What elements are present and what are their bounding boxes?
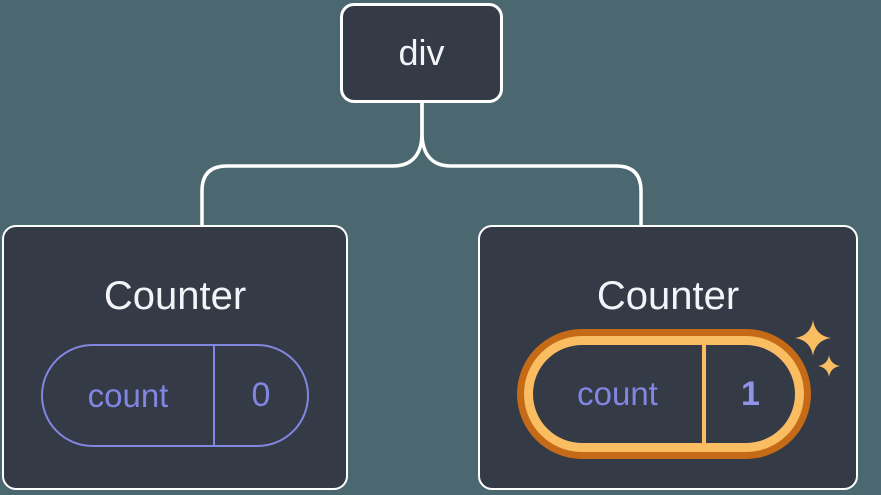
sparkles-icon bbox=[795, 320, 841, 378]
connector-branch-left bbox=[200, 99, 424, 228]
state-key-cell: count bbox=[533, 345, 706, 443]
component-title: Counter bbox=[596, 274, 740, 318]
component-card-counter-right: Counter count 1 bbox=[478, 225, 858, 490]
state-pill-body: count 1 bbox=[533, 345, 795, 443]
state-value-label: 1 bbox=[741, 374, 760, 413]
state-value-cell: 0 bbox=[215, 346, 307, 445]
root-node-label: div bbox=[398, 32, 445, 73]
component-card-counter-left: Counter count 0 bbox=[2, 225, 348, 490]
state-value-label: 0 bbox=[251, 376, 271, 414]
sparkle-small bbox=[818, 355, 841, 378]
state-value-cell: 1 bbox=[706, 345, 795, 443]
sparkle-large bbox=[795, 320, 831, 356]
tree-node-div: div bbox=[340, 3, 503, 103]
highlight-ring-inner: count 1 bbox=[524, 336, 804, 452]
state-pill: count 0 bbox=[41, 344, 309, 447]
component-title: Counter bbox=[103, 274, 247, 318]
state-key-cell: count bbox=[43, 346, 215, 445]
connector-branch-right bbox=[420, 99, 643, 228]
state-key-label: count bbox=[577, 375, 658, 412]
state-key-label: count bbox=[87, 376, 169, 414]
state-pill-highlighted: count 1 bbox=[517, 329, 811, 459]
